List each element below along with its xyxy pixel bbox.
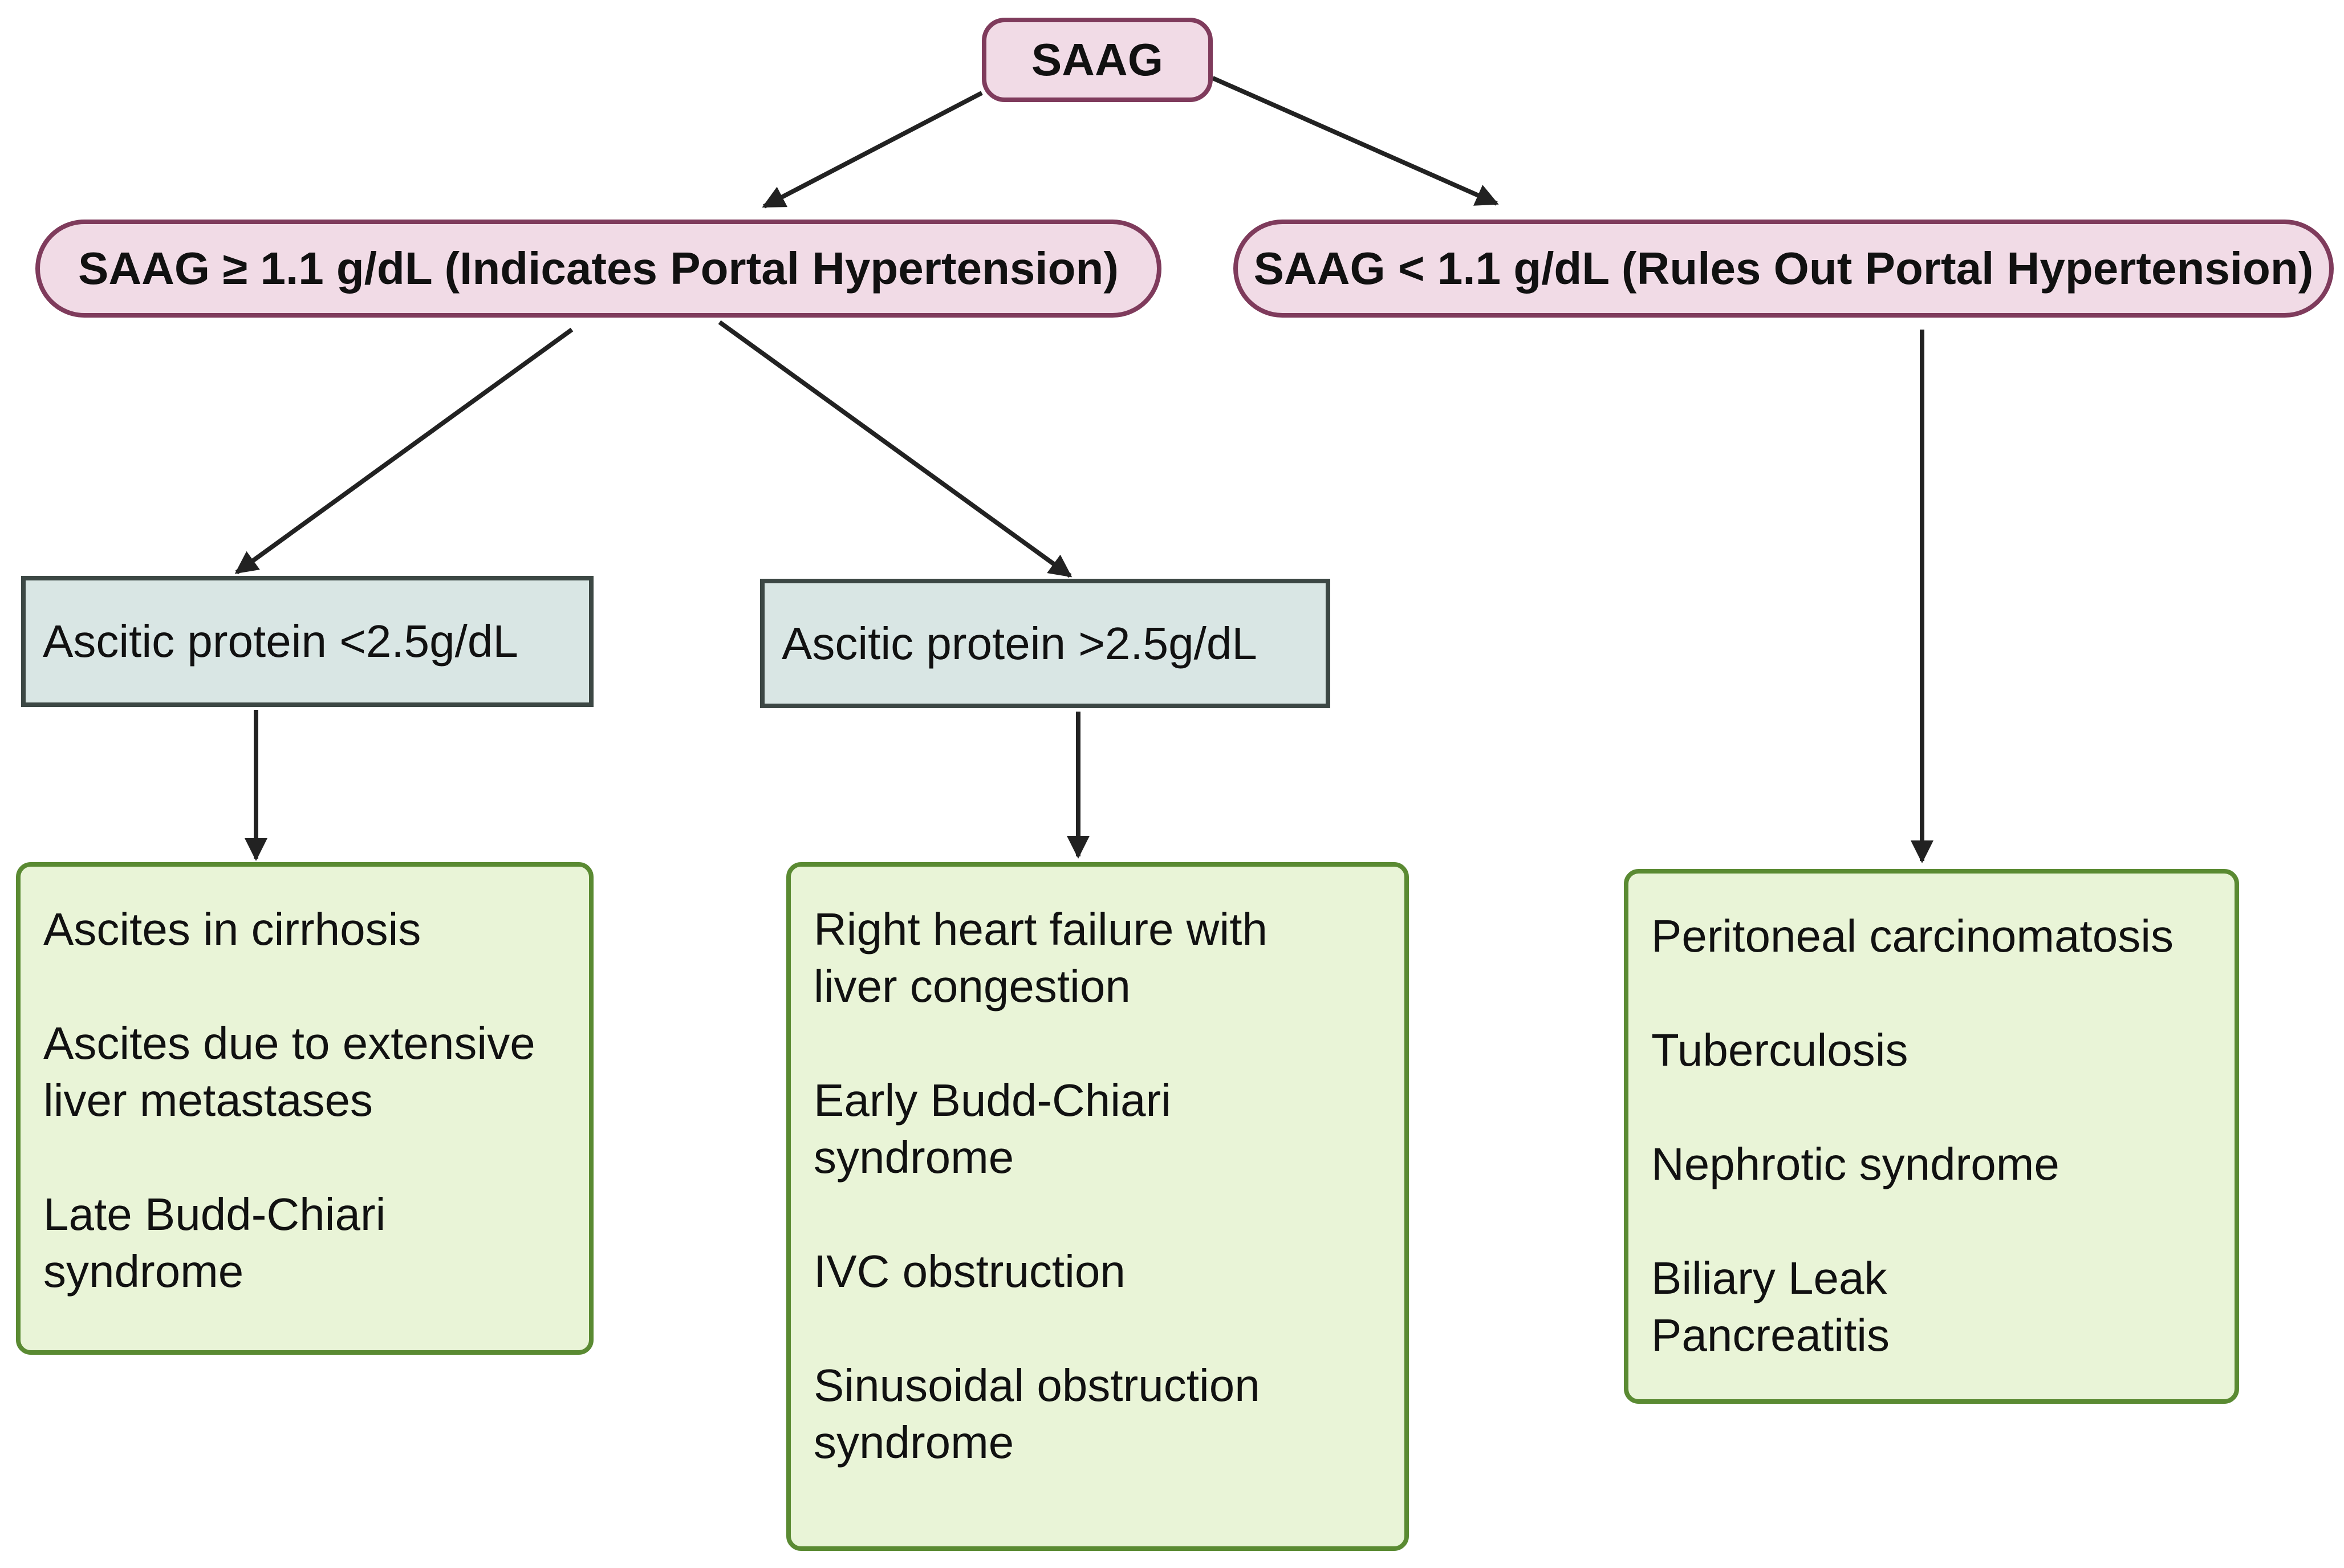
arrow-root-to-low: [1212, 76, 1499, 206]
cause-item: IVC obstruction: [814, 1243, 1404, 1300]
cause-text: syndrome: [814, 1132, 1014, 1183]
cause-text: Peritoneal carcinomatosis: [1651, 911, 2174, 961]
cause-item: Tuberculosis: [1651, 1022, 2235, 1079]
high-protein-causes-box: Right heart failure with liver congestion…: [786, 862, 1409, 1551]
cause-text: Nephrotic syndrome: [1651, 1139, 2059, 1189]
cause-item: Early Budd-Chiari syndrome: [814, 1072, 1404, 1186]
cause-item: Ascites due to extensive liver metastases: [43, 1015, 589, 1129]
cause-text: Tuberculosis: [1651, 1025, 1908, 1075]
saag-high-node: SAAG ≥ 1.1 g/dL (Indicates Portal Hypert…: [35, 220, 1161, 318]
cause-text: syndrome: [814, 1417, 1014, 1468]
cause-text: syndrome: [43, 1246, 244, 1297]
cause-text: Sinusoidal obstruction: [814, 1360, 1260, 1411]
cause-item: Sinusoidal obstruction syndrome: [814, 1357, 1404, 1471]
cause-text: Right heart failure with: [814, 904, 1268, 954]
protein-low-label: Ascitic protein <2.5g/dL: [43, 616, 518, 667]
cause-item: Nephrotic syndrome: [1651, 1136, 2235, 1193]
protein-high-label: Ascitic protein >2.5g/dL: [782, 618, 1257, 669]
cause-text: liver metastases: [43, 1075, 373, 1126]
saag-root-label: SAAG: [1031, 34, 1164, 85]
cause-text: Early Budd-Chiari: [814, 1075, 1171, 1126]
saag-low-node: SAAG < 1.1 g/dL (Rules Out Portal Hypert…: [1233, 220, 2334, 318]
cause-text: IVC obstruction: [814, 1246, 1126, 1297]
cause-text: Ascites due to extensive: [43, 1018, 535, 1069]
saag-high-label: SAAG ≥ 1.1 g/dL (Indicates Portal Hypert…: [78, 243, 1119, 294]
saag-low-label: SAAG < 1.1 g/dL (Rules Out Portal Hypert…: [1253, 243, 2314, 294]
cause-text: Ascites in cirrhosis: [43, 904, 421, 954]
protein-high-node: Ascitic protein >2.5g/dL: [760, 579, 1330, 708]
cause-item: Ascites in cirrhosis: [43, 901, 589, 958]
protein-low-node: Ascitic protein <2.5g/dL: [21, 576, 594, 707]
cause-text: Pancreatitis: [1651, 1310, 1890, 1360]
cause-text: liver congestion: [814, 961, 1131, 1012]
arrow-high-to-protein-high: [718, 320, 1073, 578]
saag-root-node: SAAG: [982, 18, 1213, 102]
cause-item: Late Budd-Chiari syndrome: [43, 1186, 589, 1300]
cause-item: Right heart failure with liver congestion: [814, 901, 1404, 1015]
arrow-high-to-protein-low: [234, 327, 574, 575]
cause-text: Biliary Leak: [1651, 1253, 1887, 1303]
arrow-root-to-high: [762, 91, 983, 209]
cause-text: Late Budd-Chiari: [43, 1189, 386, 1240]
cause-item: Peritoneal carcinomatosis: [1651, 908, 2235, 965]
